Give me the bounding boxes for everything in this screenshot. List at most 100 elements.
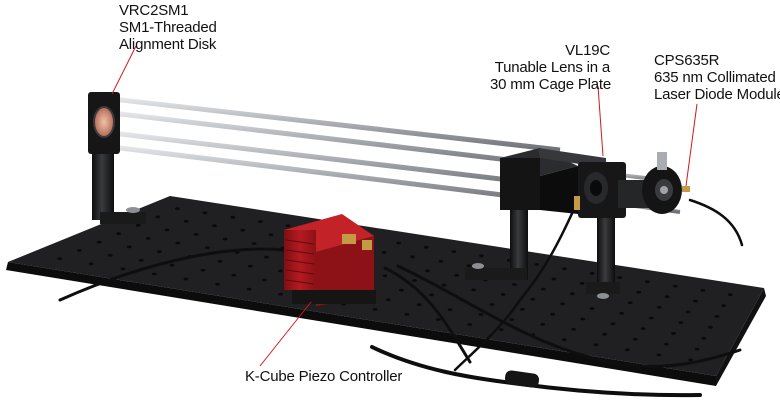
breadboard-hole bbox=[251, 242, 257, 245]
breadboard-hole bbox=[467, 323, 473, 326]
alignment-disk-line3: Alignment Disk bbox=[119, 36, 217, 53]
breadboard-hole bbox=[399, 288, 404, 292]
piezo-controller bbox=[284, 214, 376, 306]
breadboard-hole bbox=[530, 297, 536, 301]
breadboard-hole bbox=[412, 279, 417, 282]
breadboard-hole bbox=[708, 325, 713, 329]
breadboard-hole bbox=[438, 259, 444, 263]
laser-module-line2: 635 nm Collimated bbox=[654, 69, 776, 86]
breadboard-hole bbox=[454, 274, 459, 277]
breadboard-hole bbox=[116, 232, 121, 236]
laser-module bbox=[618, 152, 690, 214]
breadboard-hole bbox=[441, 283, 447, 287]
breadboard-hole bbox=[231, 273, 237, 277]
breadboard-hole bbox=[561, 338, 567, 342]
callout-tunable-lens: VL19C Tunable Lens in a 30 mm Cage Plate bbox=[490, 42, 611, 93]
breadboard-hole bbox=[193, 233, 199, 236]
breadboard bbox=[6, 196, 766, 386]
breadboard-hole bbox=[451, 250, 457, 254]
laser-module-line3: Laser Diode Module bbox=[654, 86, 780, 103]
breadboard-hole bbox=[268, 233, 274, 237]
breadboard-hole bbox=[96, 240, 102, 244]
breadboard-hole bbox=[663, 342, 669, 346]
breadboard-hole bbox=[429, 293, 434, 297]
callout-piezo-controller: K-Cube Piezo Controller bbox=[245, 368, 402, 385]
breadboard-hole bbox=[135, 223, 141, 227]
breadboard-hole bbox=[721, 304, 727, 307]
breadboard-hole bbox=[678, 321, 684, 324]
alignment-disk-line2: SM1-Threaded bbox=[119, 19, 217, 36]
breadboard-hole bbox=[88, 262, 94, 266]
breadboard-hole bbox=[247, 264, 253, 268]
breadboard-hole bbox=[246, 287, 252, 291]
breadboard-hole bbox=[381, 251, 387, 254]
breadboard-hole bbox=[551, 277, 557, 281]
breadboard-hole bbox=[700, 289, 706, 292]
breadboard-hole bbox=[478, 313, 484, 316]
breadboard-hole bbox=[489, 303, 495, 306]
breadboard-hole bbox=[625, 348, 630, 352]
breadboard-hole bbox=[512, 283, 517, 286]
breadboard-hole bbox=[694, 347, 700, 351]
breadboard-hole bbox=[164, 228, 170, 232]
callout-laser-module: CPS635R 635 nm Collimated Laser Diode Mo… bbox=[654, 52, 780, 103]
breadboard-hole bbox=[152, 272, 157, 276]
tunable-lens-part-number: VL19C bbox=[565, 42, 610, 59]
breadboard-hole bbox=[648, 316, 654, 320]
breadboard-hole bbox=[278, 292, 283, 296]
breadboard-hole bbox=[138, 258, 144, 262]
breadboard-hole bbox=[126, 245, 132, 249]
breadboard-hole bbox=[183, 277, 189, 281]
breadboard-hole bbox=[589, 271, 595, 275]
breadboard-hole bbox=[423, 245, 429, 249]
breadboard-hole bbox=[157, 250, 162, 254]
breadboard-hole bbox=[610, 322, 616, 326]
breadboard-hole bbox=[602, 332, 607, 336]
breadboard-hole bbox=[627, 301, 633, 305]
breadboard-hole bbox=[200, 268, 206, 272]
breadboard-hole bbox=[569, 292, 575, 296]
breadboard-hole bbox=[534, 263, 540, 266]
breadboard-hole bbox=[175, 207, 180, 211]
breadboard-hole bbox=[169, 263, 175, 267]
breadboard-hole bbox=[222, 237, 228, 241]
breadboard-hole bbox=[175, 241, 181, 245]
breadboard-hole bbox=[671, 332, 676, 335]
breadboard-hole bbox=[562, 267, 567, 271]
breadboard-hole bbox=[57, 257, 63, 261]
alignment-disk-plate bbox=[88, 92, 120, 154]
breadboard-hole bbox=[205, 246, 210, 250]
piezo-controller-label: K-Cube Piezo Controller bbox=[245, 368, 403, 385]
breadboard-hole bbox=[77, 249, 82, 252]
breadboard-hole bbox=[264, 255, 269, 259]
tunable-lens-line2: Tunable Lens in a bbox=[494, 59, 610, 76]
breadboard-hole bbox=[656, 353, 662, 357]
alignment-disk-part-number: VRC2SM1 bbox=[119, 2, 189, 19]
breadboard-hole bbox=[645, 280, 650, 284]
breadboard-hole bbox=[519, 308, 525, 311]
breadboard-hole bbox=[202, 211, 208, 215]
breadboard-hole bbox=[571, 327, 576, 331]
breadboard-hole bbox=[425, 269, 430, 273]
laser-module-part-number: CPS635R bbox=[654, 52, 720, 69]
tunable-lens-cage bbox=[500, 148, 626, 218]
breadboard-hole bbox=[447, 308, 453, 311]
breadboard-hole bbox=[396, 241, 401, 245]
cables bbox=[58, 198, 744, 398]
breadboard-hole bbox=[693, 299, 698, 303]
breadboard-hole bbox=[257, 220, 263, 223]
breadboard-hole bbox=[550, 312, 555, 316]
breadboard-hole bbox=[466, 264, 472, 268]
breadboard-hole bbox=[215, 282, 220, 286]
breadboard-hole bbox=[230, 215, 236, 219]
breadboard-hole bbox=[372, 308, 378, 311]
breadboard-hole bbox=[145, 237, 151, 240]
breadboard-hole bbox=[416, 303, 422, 307]
breadboard-hole bbox=[701, 336, 707, 340]
breadboard-hole bbox=[617, 276, 623, 279]
breadboard-hole bbox=[619, 311, 624, 315]
breadboard-hole bbox=[435, 318, 441, 321]
breadboard-hole bbox=[183, 220, 189, 223]
